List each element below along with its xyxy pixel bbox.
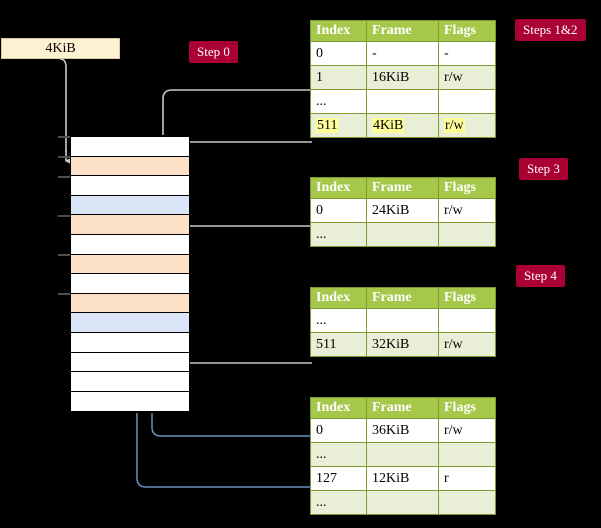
table-cell xyxy=(366,490,439,515)
column-header-flags: Flags xyxy=(438,287,496,309)
table-row: 0-- xyxy=(310,41,496,66)
table-cell: 511 xyxy=(310,113,367,138)
memory-tick xyxy=(58,254,70,256)
table-cell: 127 xyxy=(310,466,367,491)
column-header-frame: Frame xyxy=(366,287,439,309)
memory-frame-cell xyxy=(71,372,189,392)
source-frame-label: 4KiB xyxy=(45,40,76,56)
table-cell: r/w xyxy=(438,65,496,90)
table-cell: 32KiB xyxy=(366,332,439,357)
table-cell: 4KiB xyxy=(366,113,439,138)
column-header-index: Index xyxy=(310,177,367,199)
memory-tick xyxy=(58,176,70,178)
wire-memory-to-level3-table xyxy=(172,221,312,255)
memory-tick xyxy=(58,215,70,217)
wire-memory-to-level2-table xyxy=(167,289,312,364)
memory-frame-cell xyxy=(71,137,189,157)
wire-step0-source-to-memory xyxy=(59,58,75,167)
table-cell: ... xyxy=(310,308,367,333)
table-cell: - xyxy=(438,41,496,66)
table-cell xyxy=(438,490,496,515)
table-cell: 16KiB xyxy=(366,65,439,90)
source-frame-box: 4KiB xyxy=(1,38,120,59)
table-cell xyxy=(438,308,496,333)
memory-frame-cell xyxy=(71,352,189,373)
memory-frame-cell xyxy=(71,215,189,235)
table-cell: ... xyxy=(310,89,367,114)
memory-frame-cell xyxy=(71,156,189,177)
table-cell xyxy=(438,89,496,114)
table-cell: 36KiB xyxy=(366,418,439,443)
physical-memory-column xyxy=(70,135,190,414)
column-header-index: Index xyxy=(310,20,367,42)
table-row: ... xyxy=(310,222,496,247)
table-row: ... xyxy=(310,442,496,467)
badge-step-0: Step 0 xyxy=(189,41,238,63)
table-cell: ... xyxy=(310,442,367,467)
table-cell: ... xyxy=(310,222,367,247)
memory-frame-cell xyxy=(71,313,189,333)
column-header-flags: Flags xyxy=(438,397,496,419)
table-cell: 0 xyxy=(310,198,367,223)
memory-frame-cell xyxy=(71,274,189,294)
table-cell: 0 xyxy=(310,418,367,443)
table-cell xyxy=(438,222,496,247)
table-cell xyxy=(366,308,439,333)
badge-step-4: Step 4 xyxy=(516,265,565,287)
column-header-flags: Flags xyxy=(438,177,496,199)
column-header-index: Index xyxy=(310,397,367,419)
memory-tick xyxy=(58,293,70,295)
column-header-frame: Frame xyxy=(366,20,439,42)
column-header-frame: Frame xyxy=(366,177,439,199)
table-cell xyxy=(366,89,439,114)
table-cell: 1 xyxy=(310,65,367,90)
table-cell: r/w xyxy=(438,198,496,223)
table-cell: - xyxy=(366,41,439,66)
table-cell: r/w xyxy=(438,418,496,443)
table-row: ... xyxy=(310,490,496,515)
memory-frame-cell xyxy=(71,234,189,255)
table-cell: 0 xyxy=(310,41,367,66)
table-cell xyxy=(366,442,439,467)
memory-tick xyxy=(58,156,70,158)
memory-frame-cell xyxy=(71,195,189,216)
table-cell xyxy=(438,442,496,467)
memory-frame-cell xyxy=(71,391,189,412)
table-cell: ... xyxy=(310,490,367,515)
column-header-flags: Flags xyxy=(438,20,496,42)
column-header-frame: Frame xyxy=(366,397,439,419)
table-cell xyxy=(366,222,439,247)
table-cell: 12KiB xyxy=(366,466,439,491)
badge-steps-1-and-2: Steps 1&2 xyxy=(515,19,586,41)
table-row: ... xyxy=(310,89,496,114)
memory-tick xyxy=(58,136,70,138)
memory-frame-cell xyxy=(71,293,189,314)
table-row: ... xyxy=(310,308,496,333)
table-cell: 511 xyxy=(310,332,367,357)
column-header-index: Index xyxy=(310,287,367,309)
table-cell: r/w xyxy=(438,113,496,138)
memory-frame-cell xyxy=(71,332,189,353)
memory-frame-cell xyxy=(71,254,189,275)
badge-step-3: Step 3 xyxy=(519,158,568,180)
memory-frame-cell xyxy=(71,176,189,196)
table-cell: r/w xyxy=(438,332,496,357)
table-cell: r xyxy=(438,466,496,491)
table-cell: 24KiB xyxy=(366,198,439,223)
